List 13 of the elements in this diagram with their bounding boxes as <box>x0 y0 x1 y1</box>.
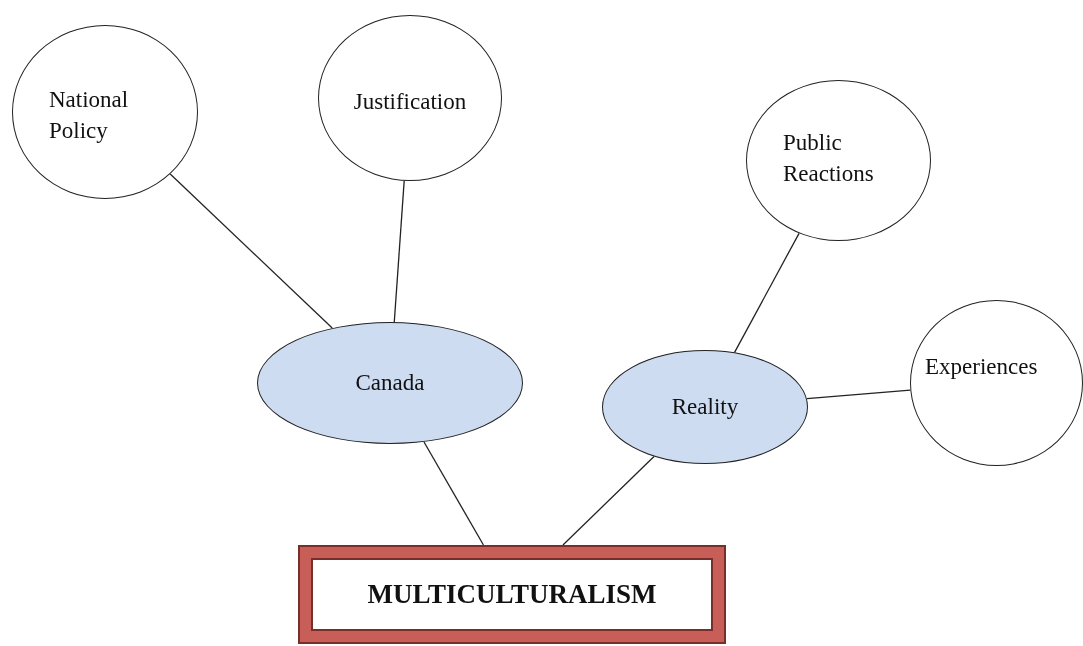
connector-line <box>393 180 405 323</box>
node-label: Experiences <box>925 353 1038 381</box>
connector-line <box>562 455 655 546</box>
node-label: Canada <box>355 369 425 398</box>
connector-line <box>733 232 800 354</box>
title-box <box>298 545 726 644</box>
node-label: Reality <box>671 393 739 422</box>
title-text: MULTICULTURALISM <box>367 579 657 610</box>
node-label: Justification <box>353 88 467 116</box>
connector-line <box>169 173 333 329</box>
connector-line <box>806 389 911 400</box>
node-label: Public Reactions <box>783 129 875 189</box>
node-label: National Policy <box>49 86 130 146</box>
